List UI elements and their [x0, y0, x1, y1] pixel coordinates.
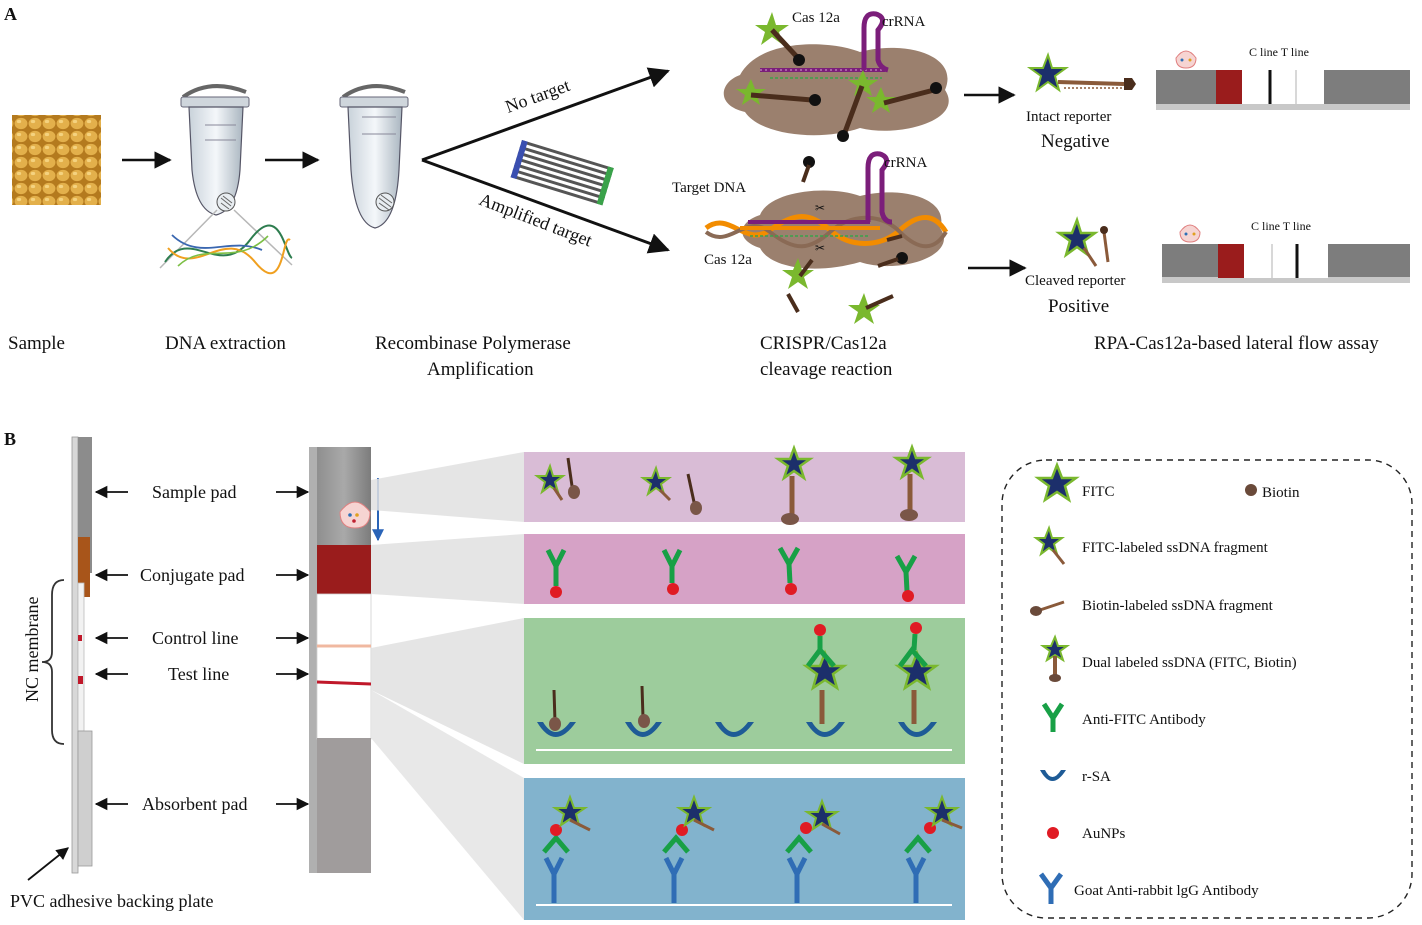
sample-pad-label: Sample pad	[152, 482, 236, 502]
green-star-icon	[755, 12, 789, 45]
cas12a-no-target-complex	[723, 11, 949, 142]
rsa-icon	[1040, 770, 1066, 781]
zoom-panel-control-line	[524, 778, 965, 920]
caption-rpa-line1: Recombinase Polymerase	[375, 333, 571, 354]
test-line-label: Test line	[168, 664, 229, 684]
test-line-capture	[536, 622, 952, 751]
legend-box	[1001, 459, 1413, 919]
pvc-backing-label: PVC adhesive backing plate	[10, 891, 213, 911]
zoom-wedge-conjugate	[371, 534, 524, 604]
zoom-panel-test-line	[524, 618, 965, 764]
legend-label-aunps: AuNPs	[1082, 826, 1126, 842]
legend-label-anti-fitc: Anti-FITC Antibody	[1082, 712, 1206, 728]
extraction-tube-icon	[159, 84, 293, 275]
biotin-dot-icon	[1245, 484, 1257, 496]
strip-positive	[1162, 224, 1410, 283]
sample-pad-reporters	[534, 443, 932, 525]
arrow-amplified-target	[421, 158, 670, 254]
legend-label-rsa: r-SA	[1082, 769, 1111, 785]
legend-label-fitc: FITC	[1082, 484, 1115, 500]
nc-membrane-label: NC membrane	[22, 597, 42, 702]
cleaved-reporter-label: Cleaved reporter	[1025, 273, 1125, 289]
svg-text:✂: ✂	[815, 241, 825, 255]
cas12a-target-complex: ✂ ✂	[704, 151, 949, 324]
anti-fitc-antibody-icon	[1041, 702, 1065, 732]
cleaved-reporter-icon	[1055, 216, 1110, 267]
zoom-panel-conjugate-pad	[524, 534, 965, 604]
conjugate-pad-label: Conjugate pad	[140, 565, 244, 585]
intact-reporter-icon	[1026, 51, 1136, 93]
amplified-target-label: Amplified target	[477, 189, 595, 250]
biotin-fragment-icon	[1030, 600, 1065, 616]
positive-label: Positive	[1048, 296, 1109, 317]
rpa-tube-icon	[339, 84, 409, 229]
panel-b-label: B	[4, 429, 16, 449]
zoom-wedge-sample	[371, 452, 524, 522]
goat-antibody-icon	[1038, 872, 1064, 904]
zoom-panel-sample-pad	[524, 452, 965, 522]
negative-label: Negative	[1041, 131, 1110, 152]
zoom-wedge-test	[371, 618, 524, 764]
soybean-sample-image	[12, 115, 101, 205]
amplicon-bundle-icon	[510, 140, 614, 206]
arrow-no-target	[421, 67, 670, 162]
legend-label-dual-labeled: Dual labeled ssDNA (FITC, Biotin)	[1082, 655, 1297, 671]
strip-front-view	[309, 447, 372, 873]
cas12a-top-label: Cas 12a	[792, 10, 840, 26]
legend-label-fitc-fragment: FITC-labeled ssDNA fragment	[1082, 540, 1269, 556]
legend-label-biotin-fragment: Biotin-labeled ssDNA fragment	[1082, 598, 1274, 614]
crrna-top-label: crRNA	[882, 14, 925, 30]
control-line-capture	[536, 794, 963, 906]
nc-membrane-brace	[41, 579, 65, 745]
caption-dna-extraction: DNA extraction	[165, 333, 286, 354]
caption-sample: Sample	[8, 333, 65, 354]
panel-a-label: A	[4, 4, 17, 24]
strip-bottom-lines-label: C line T line	[1251, 219, 1311, 233]
caption-crispr-line1: CRISPR/Cas12a	[760, 333, 887, 354]
strip-side-view	[71, 436, 93, 874]
pvc-backing-arrow	[27, 847, 69, 881]
intact-reporter-label: Intact reporter	[1026, 109, 1111, 125]
dual-labeled-icon	[1039, 634, 1071, 682]
strip-top-lines-label: C line T line	[1249, 45, 1309, 59]
cas12a-bottom-label: Cas 12a	[704, 252, 752, 268]
fitc-fragment-icon	[1033, 524, 1066, 565]
caption-lfa: RPA-Cas12a-based lateral flow assay	[1094, 333, 1379, 354]
zoom-wedge-control	[371, 690, 524, 920]
caption-crispr-line2: cleavage reaction	[760, 359, 893, 380]
svg-text:✂: ✂	[815, 201, 825, 215]
target-dna-label: Target DNA	[672, 180, 746, 196]
legend-label-biotin: Biotin	[1262, 485, 1300, 501]
strip-negative	[1156, 50, 1410, 110]
fitc-star-icon	[1034, 461, 1080, 503]
caption-rpa-line2: Amplification	[427, 359, 534, 380]
conjugate-pad-antibodies	[545, 546, 918, 602]
control-line-label: Control line	[152, 628, 239, 648]
aunp-icon	[1047, 827, 1059, 839]
legend-label-goat-antibody: Goat Anti-rabbit lgG Antibody	[1074, 883, 1259, 899]
absorbent-pad-label: Absorbent pad	[142, 794, 247, 814]
crrna-bottom-label: crRNA	[884, 155, 927, 171]
